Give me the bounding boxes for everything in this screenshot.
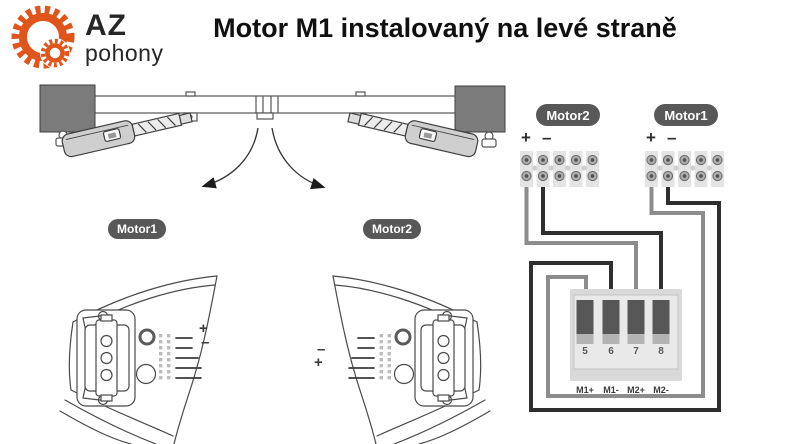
wire-motor2-positive	[524, 187, 638, 292]
motor1-connector-drawing	[58, 274, 219, 444]
gate-motor1-badge: Motor1	[108, 219, 166, 239]
terminal-label-m1plus: M1+	[576, 385, 594, 395]
terminal-number-5: 5	[582, 346, 588, 357]
az-pohony-logo: AZ pohony	[6, 4, 163, 72]
left-actuator	[61, 112, 193, 158]
motor2-terminal-block	[520, 151, 599, 187]
motor2-plus-sign: +	[314, 354, 323, 371]
terminal-number-7: 7	[633, 346, 639, 357]
terminal-number-8: 8	[658, 346, 664, 357]
motor1-minus-sign: –	[666, 128, 677, 147]
gate-motor2-badge: Motor2	[363, 219, 421, 239]
gear-icon	[11, 5, 75, 69]
wires	[524, 187, 721, 412]
motor1-plus-sign: +	[199, 320, 208, 337]
motor2-plus-sign: +	[521, 128, 531, 147]
right-pillar	[454, 85, 506, 133]
motor1-polarity: + –	[646, 129, 676, 146]
wire-motor1-positive	[546, 187, 705, 398]
terminal-label-m1minus: M1-	[603, 385, 619, 395]
motor2-connector-drawing	[331, 274, 492, 444]
terminal-label-m2plus: M2+	[627, 385, 645, 395]
gate-open-arrow-left	[201, 127, 259, 189]
left-pillar	[39, 84, 96, 133]
motor1-plus-sign: +	[646, 128, 656, 147]
wiring-motor2-badge: Motor2	[536, 104, 600, 126]
motor2-minus-sign: –	[317, 341, 326, 358]
wire-motor1-negative	[529, 187, 721, 412]
gate-overview-diagram	[39, 84, 506, 190]
wire-motor2-negative	[541, 187, 663, 292]
control-board-block	[570, 289, 682, 381]
right-actuator	[347, 112, 479, 158]
logo-brand: AZ	[85, 9, 127, 42]
gate-open-arrow-right	[271, 127, 326, 190]
motor2-polarity: + –	[521, 129, 551, 146]
terminal-label-m2minus: M2-	[653, 385, 669, 395]
motor1-screws	[646, 154, 723, 182]
board-slots	[576, 300, 670, 344]
logo-brand-sub: pohony	[85, 40, 164, 66]
motor2-minus-sign: –	[541, 128, 552, 147]
logo-text: AZ pohony	[85, 11, 163, 65]
motor1-minus-sign: –	[201, 334, 210, 351]
wiring-diagram	[520, 151, 724, 412]
wiring-motor1-badge: Motor1	[654, 104, 718, 126]
terminal-number-6: 6	[608, 346, 614, 357]
motor1-terminal-block	[645, 151, 724, 187]
page-title: Motor M1 instalovaný na levé straně	[213, 13, 677, 43]
motor2-screws	[521, 154, 598, 182]
